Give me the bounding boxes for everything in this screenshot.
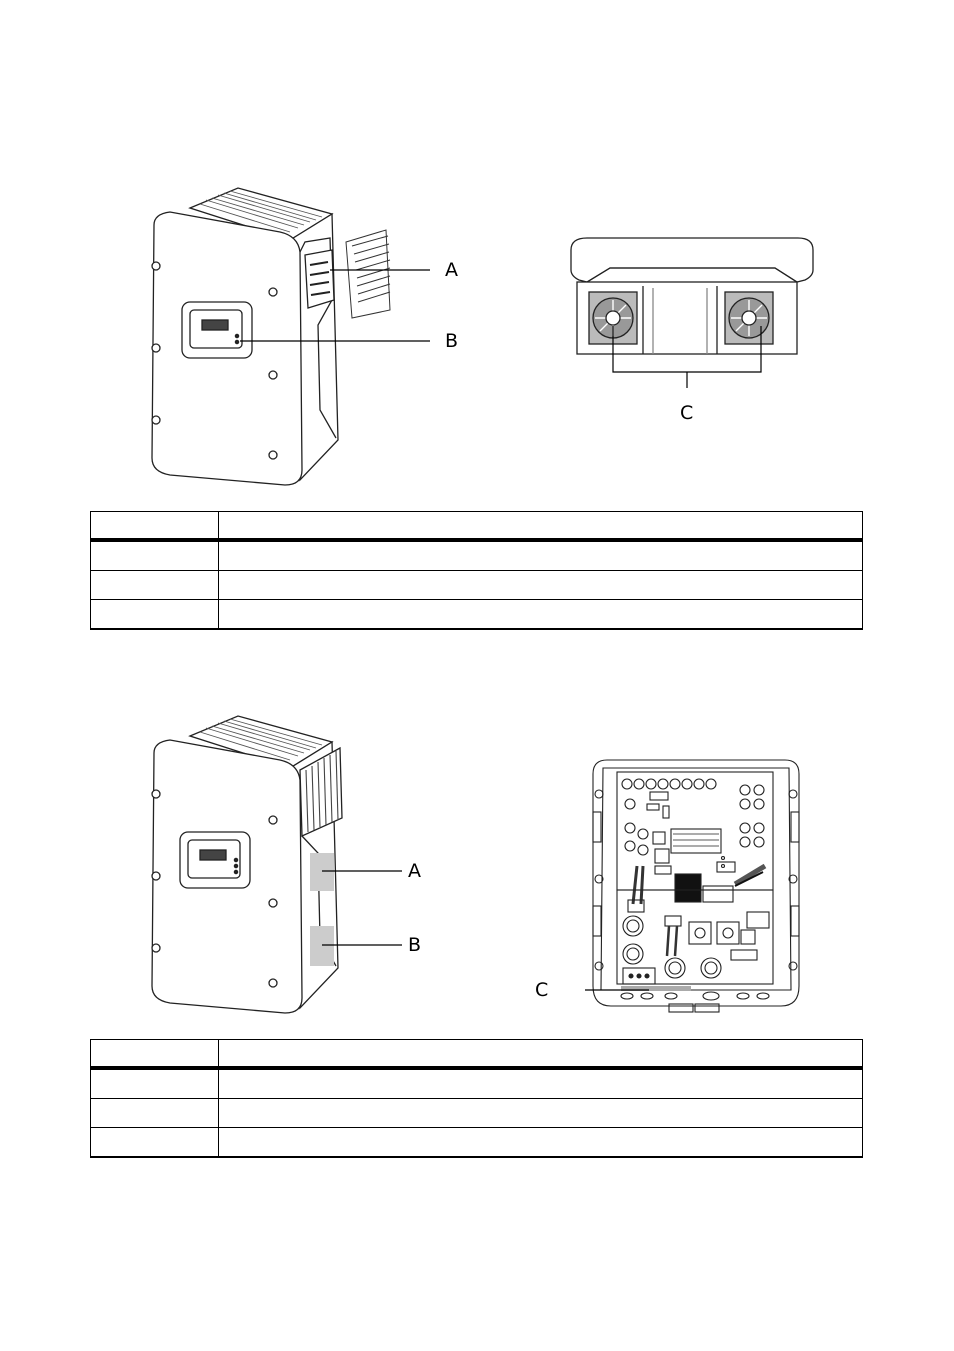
table-row	[90, 539, 863, 571]
callout-b-fig1: B	[445, 330, 459, 352]
table-cell	[218, 1098, 863, 1128]
callout-b-fig2: B	[408, 934, 422, 956]
table-row	[90, 599, 863, 630]
table-row	[90, 1067, 863, 1099]
callout-c-fig2: C	[535, 979, 549, 1001]
table-cell	[90, 1098, 219, 1128]
table-header-row	[90, 1039, 863, 1070]
table-cell	[90, 1127, 219, 1158]
fan-bottom-view-illustration	[570, 237, 814, 388]
table-header-row	[90, 511, 863, 542]
open-enclosure-illustration	[585, 759, 800, 1013]
table-cell	[218, 1127, 863, 1158]
table-header-cell	[218, 1039, 863, 1070]
callout-c-fig1: C	[680, 402, 694, 424]
figure2-device-illustration	[151, 715, 402, 1014]
table-cell	[218, 1067, 863, 1099]
callout-a-fig1: A	[445, 259, 458, 281]
table-cell	[218, 539, 863, 571]
callout-a-fig2: A	[408, 860, 421, 882]
legend-table-2	[90, 1039, 863, 1158]
figure1-device-illustration	[151, 187, 430, 486]
table-header-cell	[90, 511, 219, 542]
table-cell	[90, 570, 219, 600]
table-row	[90, 570, 863, 600]
table-cell	[90, 539, 219, 571]
legend-table-1	[90, 511, 863, 630]
table-cell	[90, 1067, 219, 1099]
table-header-cell	[218, 511, 863, 542]
table-cell	[218, 599, 863, 630]
table-cell	[218, 570, 863, 600]
table-cell	[90, 599, 219, 630]
table-header-cell	[90, 1039, 219, 1070]
table-row	[90, 1127, 863, 1158]
table-row	[90, 1098, 863, 1128]
